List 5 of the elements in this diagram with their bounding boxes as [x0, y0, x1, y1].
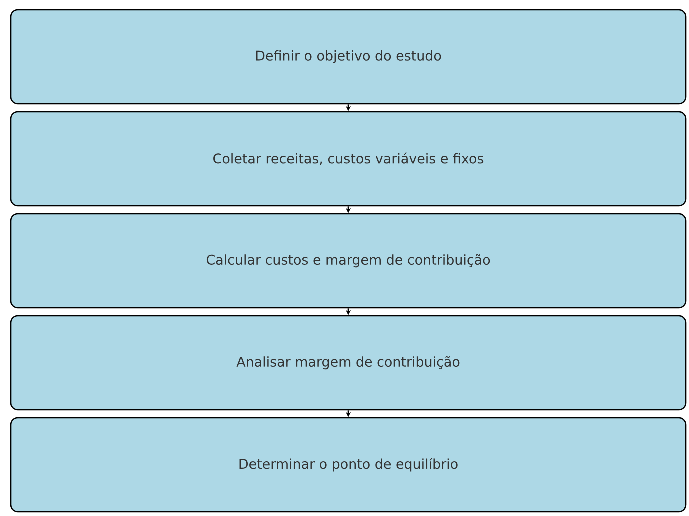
- process-box: Analisar margem de contribuição: [10, 315, 687, 411]
- process-box: Determinar o ponto de equilíbrio: [10, 417, 687, 513]
- process-box: Calcular custos e margem de contribuição: [10, 213, 687, 309]
- process-box: Coletar receitas, custos variáveis e fixos: [10, 111, 687, 207]
- process-box: Definir o objetivo do estudo: [10, 9, 687, 105]
